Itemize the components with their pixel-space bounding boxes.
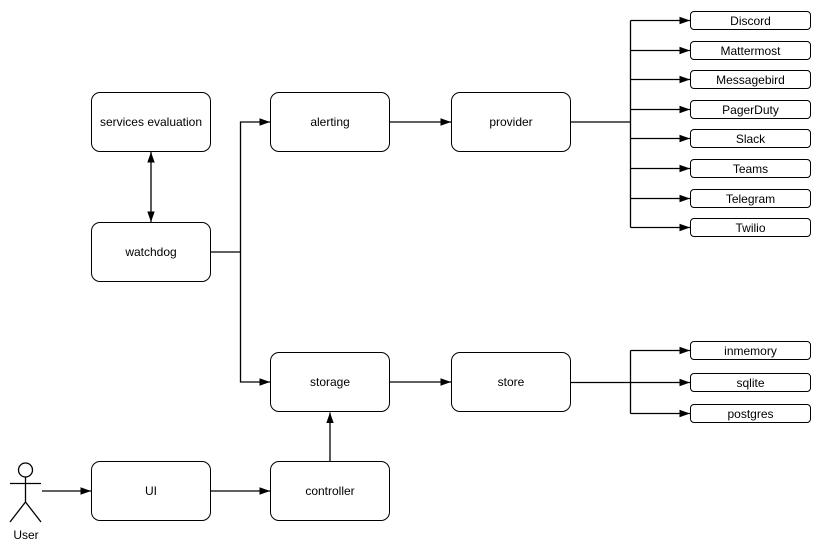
node-alerting: alerting xyxy=(270,92,390,152)
node-controller: controller xyxy=(270,461,390,521)
store-node-inmemory: inmemory xyxy=(690,341,811,360)
node-storage: storage xyxy=(270,352,390,412)
node-ui: UI xyxy=(91,461,211,521)
provider-node-slack: Slack xyxy=(690,129,811,148)
edge-junction-alerting xyxy=(239,118,270,252)
provider-node-messagebird: Messagebird xyxy=(690,70,811,89)
node-watchdog: watchdog xyxy=(91,222,211,282)
node-provider: provider xyxy=(451,92,571,152)
provider-node-telegram: Telegram xyxy=(690,189,811,208)
edge-junction-storage xyxy=(239,252,270,386)
provider-node-twilio: Twilio xyxy=(690,218,811,237)
node-services-evaluation: services evaluation xyxy=(91,92,211,152)
store-node-sqlite: sqlite xyxy=(690,373,811,392)
provider-node-mattermost: Mattermost xyxy=(690,41,811,60)
node-store: store xyxy=(451,352,571,412)
store-fanout-edges xyxy=(571,346,690,418)
provider-node-teams: Teams xyxy=(690,159,811,178)
provider-node-pagerduty: PagerDuty xyxy=(690,100,811,119)
provider-fanout-edges xyxy=(571,16,690,232)
store-node-postgres: postgres xyxy=(690,404,811,423)
provider-node-discord: Discord xyxy=(690,11,811,30)
user-actor-icon xyxy=(9,462,42,523)
user-actor-label: User xyxy=(13,528,39,542)
